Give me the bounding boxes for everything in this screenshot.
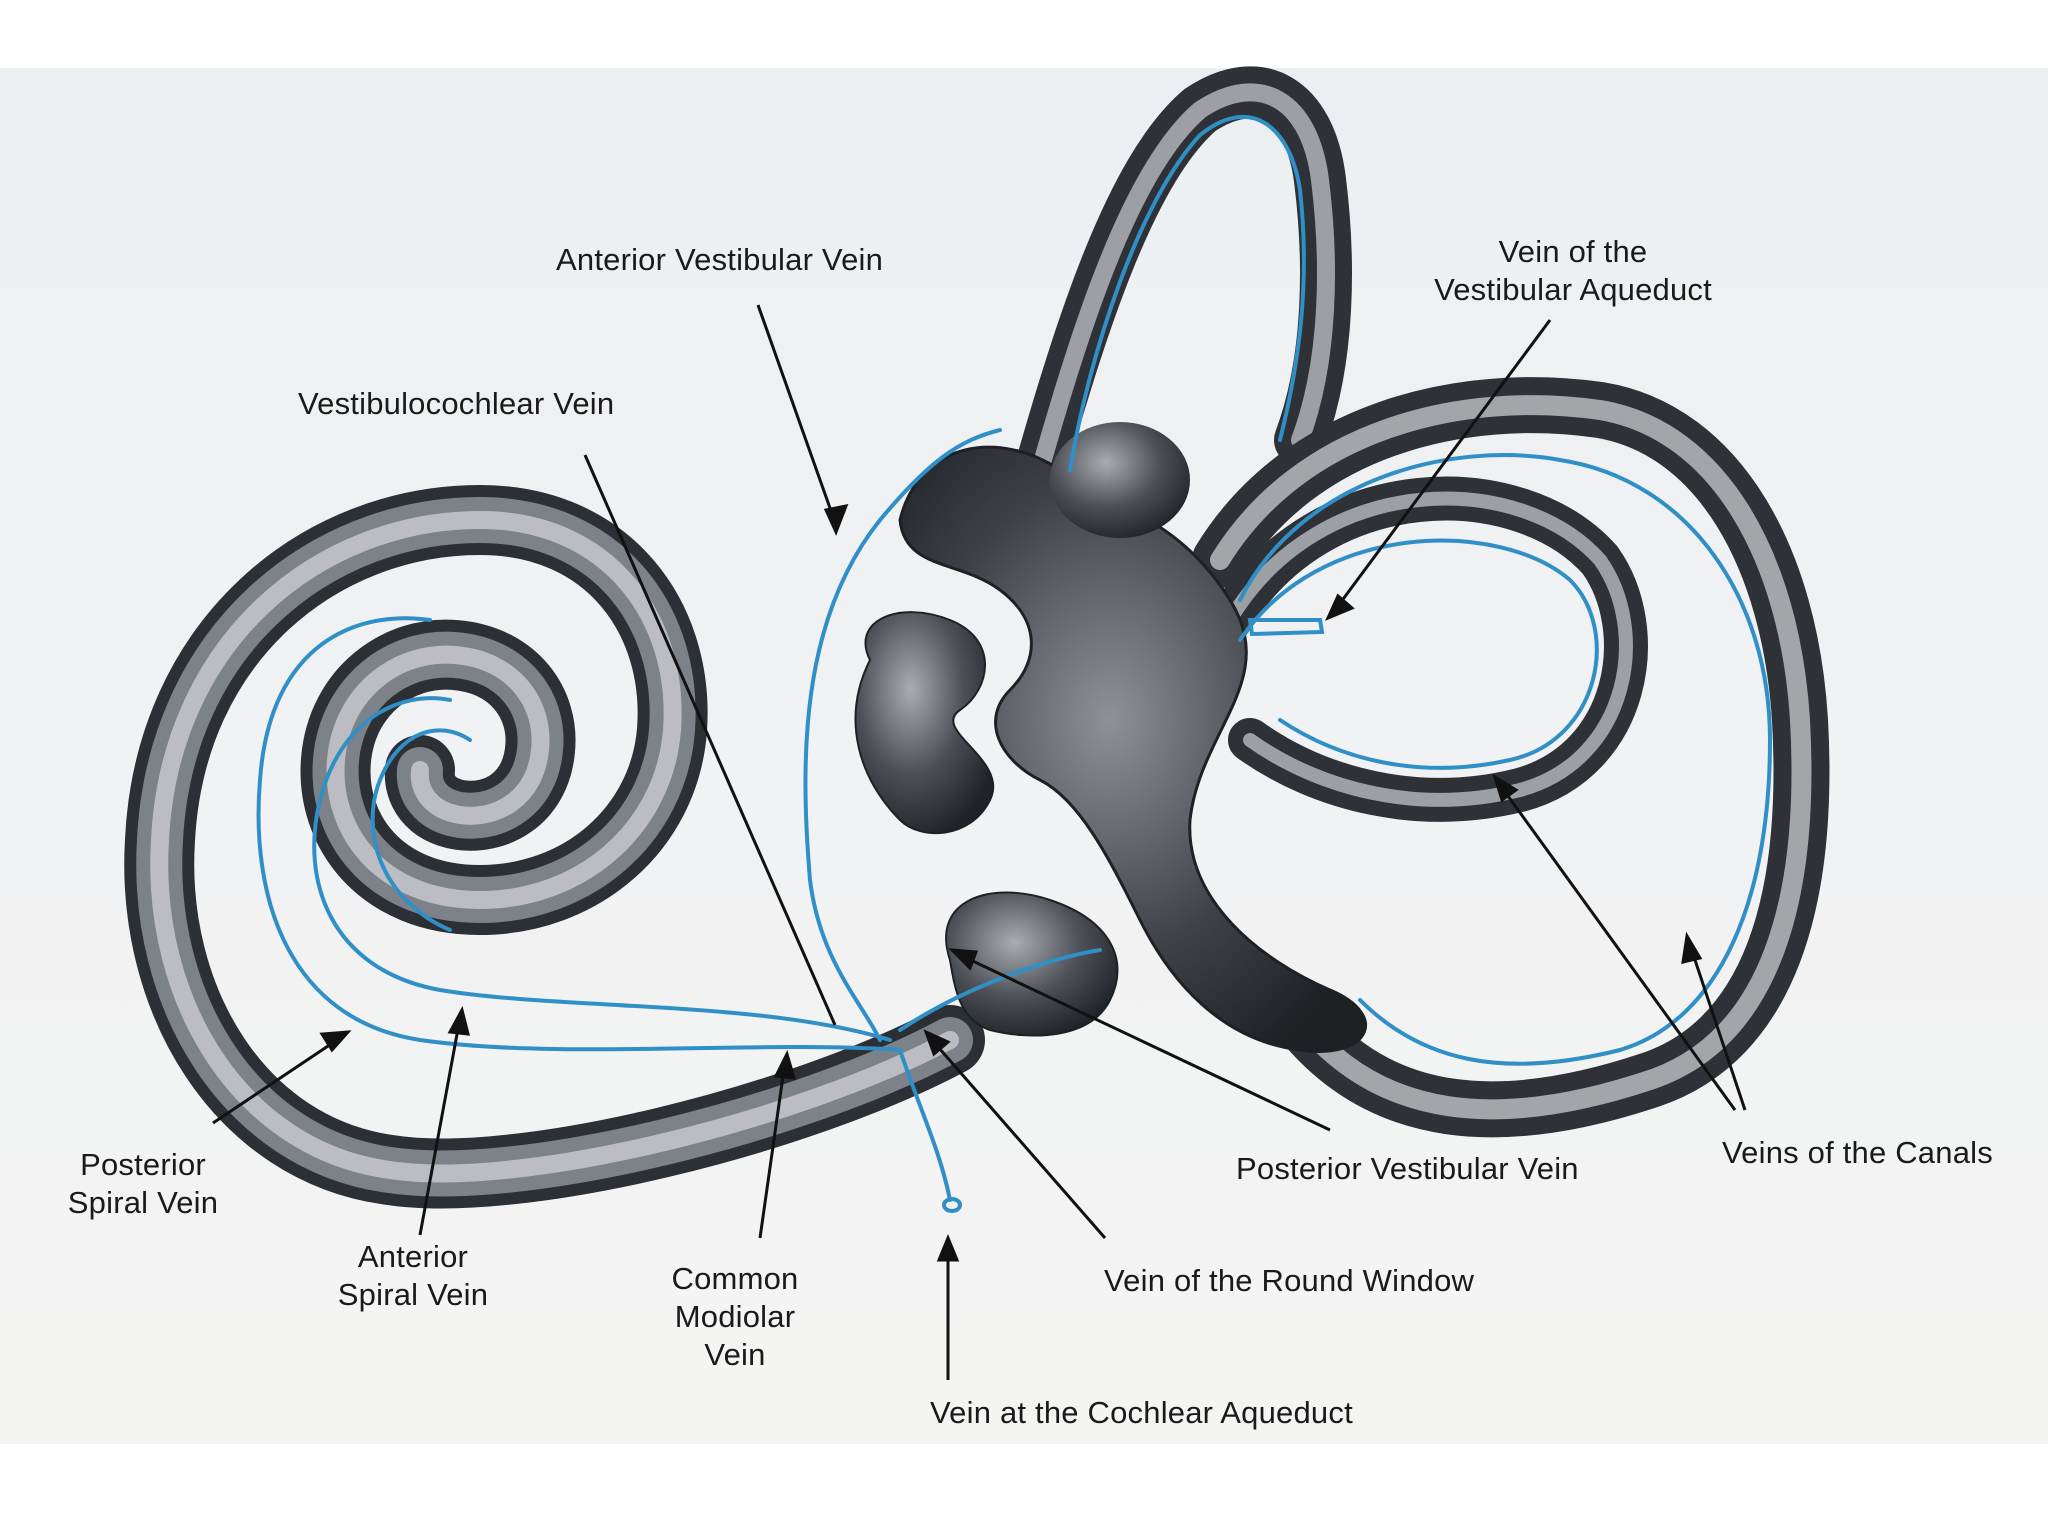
spiral-vein-core: [370, 728, 472, 932]
leader-arrows: [212, 304, 1747, 1380]
arrow-posterior-vestibular: [959, 953, 1331, 1132]
round-window-vein-path: [898, 948, 1102, 1032]
vestibular-labyrinth: [854, 66, 1830, 1138]
arrow-vestibular-aqueduct: [1333, 319, 1552, 611]
arrow-anterior-vestibular: [756, 304, 838, 526]
anterior-vestibular-vein-path: [803, 428, 1002, 1042]
cochlear-aqueduct-vein-path: [898, 1048, 952, 1202]
label-posterior-vestibular-vein: Posterior Vestibular Vein: [1236, 1151, 1579, 1186]
arrow-canals-outer: [1688, 944, 1747, 1111]
label-anterior-vestibular-vein: Anterior Vestibular Vein: [556, 242, 884, 277]
spiral-vein-inner: [312, 696, 892, 1042]
arrow-round-window: [930, 1039, 1107, 1239]
label-vein-at-cochlear-aqueduct: Vein at the Cochlear Aqueduct: [930, 1395, 1353, 1430]
label-vestibulocochlear-vein: Vestibulocochlear Vein: [298, 386, 615, 421]
arrow-common-modiolar: [758, 1061, 787, 1239]
lateral-canal-vein: [1238, 453, 1773, 1066]
label-vein-of-vestibular-aqueduct: Vein of the Vestibular Aqueduct: [1434, 234, 1712, 307]
spiral-vein-outer: [256, 616, 902, 1052]
label-common-modiolar-vein: Common Modiolar Vein: [671, 1261, 799, 1372]
arrow-vestibulocochlear: [583, 454, 837, 1026]
label-vein-of-the-round-window: Vein of the Round Window: [1104, 1263, 1475, 1298]
arrow-anterior-spiral: [418, 1017, 462, 1236]
veins: [256, 115, 1773, 1213]
label-anterior-spiral-vein: Anterior Spiral Vein: [337, 1239, 489, 1312]
label-posterior-spiral-vein: Posterior Spiral Vein: [67, 1147, 219, 1220]
cochlea: [124, 485, 985, 1209]
arrow-posterior-spiral: [212, 1036, 341, 1125]
label-veins-of-the-canals: Veins of the Canals: [1722, 1135, 1993, 1170]
superior-canal-vein: [1068, 115, 1306, 472]
arrow-canals-inner: [1498, 784, 1737, 1111]
